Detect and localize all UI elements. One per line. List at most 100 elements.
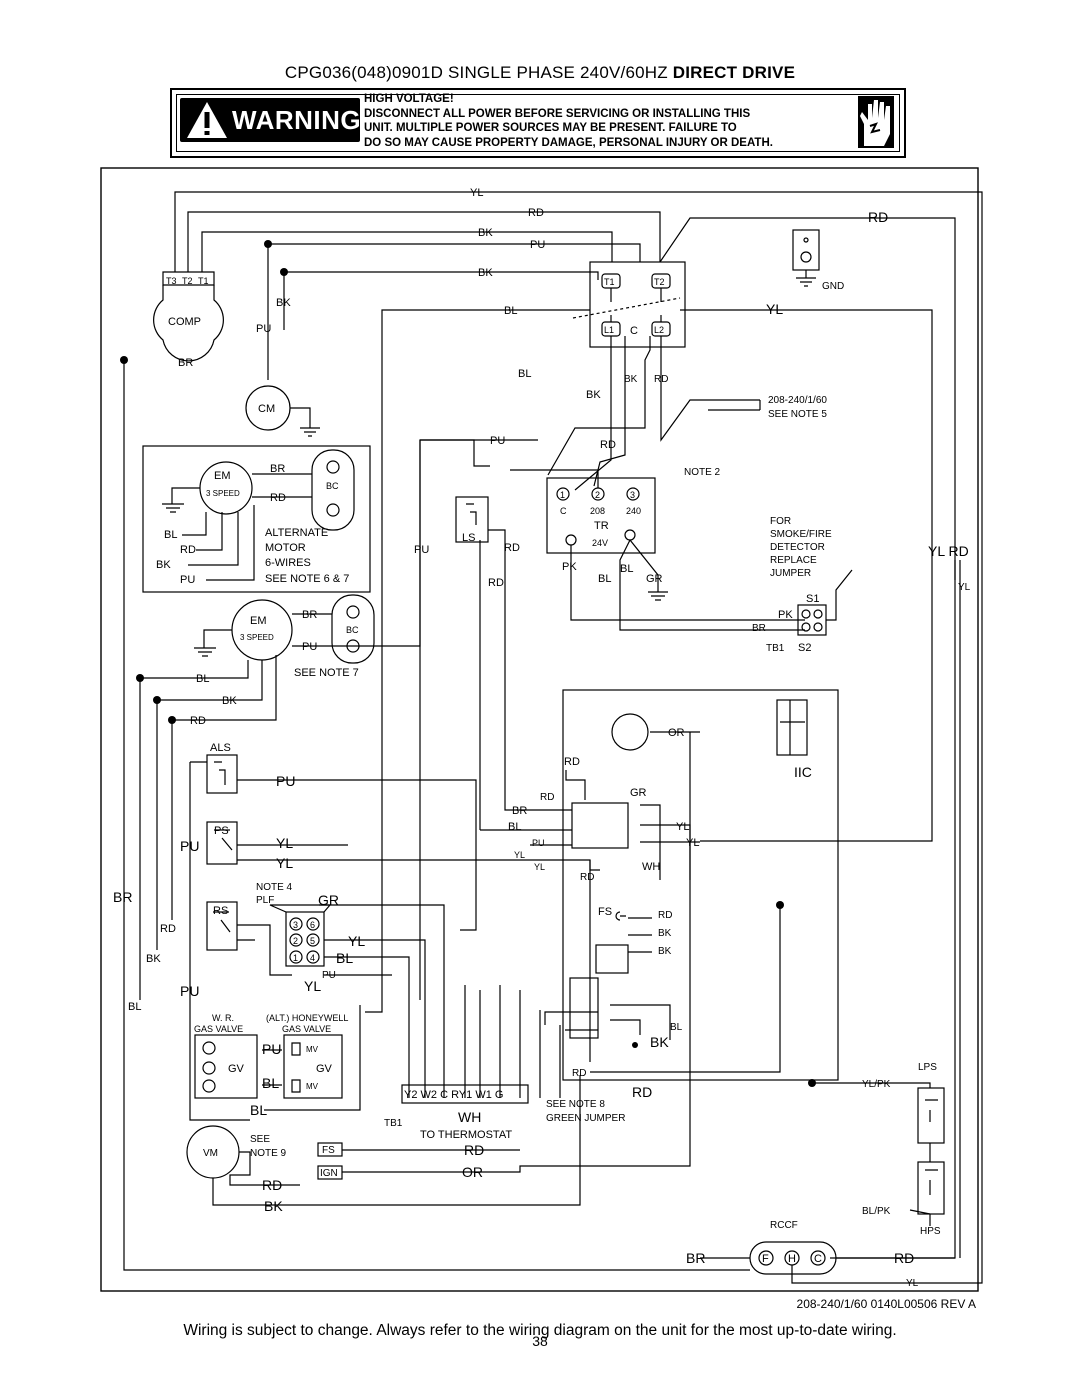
rd-label: RD xyxy=(160,923,176,935)
contactor-t2: T2 xyxy=(654,277,665,287)
bl-label: BL xyxy=(128,1001,141,1013)
tr-label: TR xyxy=(594,520,609,532)
rd-label: RD xyxy=(504,542,520,554)
to-thermostat: TO THERMOSTAT xyxy=(420,1129,512,1141)
bl-label: BL xyxy=(504,305,517,317)
bk-label: BK xyxy=(650,1034,669,1050)
warning-triangle-icon xyxy=(187,102,227,138)
contactor-l1: L1 xyxy=(604,325,614,335)
t1-label: T1 xyxy=(198,276,209,286)
rd-label: RD xyxy=(894,1250,914,1266)
gr-label: GR xyxy=(318,892,339,908)
rd-label: RD xyxy=(488,577,504,589)
alt-motor-4: SEE NOTE 6 & 7 xyxy=(265,573,349,585)
bk-wire-em xyxy=(157,660,263,701)
l1-relay xyxy=(595,944,629,974)
tr-3: 3 xyxy=(630,490,635,500)
pu-label: PU xyxy=(276,773,295,789)
alt-motor-box xyxy=(142,445,371,593)
title-bold: DIRECT DRIVE xyxy=(672,63,796,82)
pk-label: PK xyxy=(778,609,793,621)
rd-label: RD xyxy=(564,756,580,768)
pu-label: PU xyxy=(180,838,199,854)
lps-switch xyxy=(917,1087,945,1144)
yl-label: YL xyxy=(514,850,525,860)
ls-label: LS xyxy=(462,532,475,544)
rccf-label: RCCF xyxy=(770,1220,798,1231)
note-2: NOTE 2 xyxy=(684,467,721,478)
green-jumper: GREEN JUMPER xyxy=(546,1113,625,1124)
gnd-label: GND xyxy=(822,281,844,292)
bk-label: BK xyxy=(156,559,171,571)
yl-label: YL xyxy=(470,187,483,199)
yl-label: YL xyxy=(276,855,293,871)
wh-label: WH xyxy=(458,1109,481,1125)
br-label: BR xyxy=(302,609,317,621)
warning-line: HIGH VOLTAGE! xyxy=(364,93,454,105)
contactor xyxy=(589,261,686,348)
warning-badge: WARNING xyxy=(180,98,361,142)
em-label: EM xyxy=(214,470,231,482)
gas-valve-left: GAS VALVE xyxy=(194,1024,243,1034)
rd-label: RD xyxy=(600,439,616,451)
rd-label: RD xyxy=(580,872,594,883)
als-switch xyxy=(206,754,238,794)
yl-label: YL xyxy=(534,862,545,872)
gv-left: GV xyxy=(228,1063,245,1075)
wr-label: W. R. xyxy=(212,1013,234,1023)
gr-label: GR xyxy=(646,573,663,585)
plf-pin-2: 2 xyxy=(293,936,298,946)
plf-box xyxy=(285,911,325,967)
warning-text: HIGH VOLTAGE! DISCONNECT ALL POWER BEFOR… xyxy=(364,92,773,150)
fs-board-label: FS xyxy=(598,906,612,918)
yl-wire-right xyxy=(680,309,933,842)
comp-label: COMP xyxy=(168,316,201,328)
yl-rd-label: YL RD xyxy=(928,543,969,559)
rd-wire-top xyxy=(187,211,661,272)
pu-label: PU xyxy=(532,838,545,848)
tr-2: 2 xyxy=(595,490,600,500)
yl-label: YL xyxy=(304,978,321,994)
als-label: ALS xyxy=(210,742,231,754)
contactor-t1: T1 xyxy=(604,277,615,287)
bl-label: BL xyxy=(508,821,521,833)
revision-code: 208-240/1/60 0140L00506 REV A xyxy=(796,1297,976,1311)
yl-label: YL xyxy=(958,582,971,593)
fs-label: FS xyxy=(322,1145,335,1156)
pu-label: PU xyxy=(180,574,195,586)
lps-label: LPS xyxy=(918,1062,937,1073)
bk-label: BK xyxy=(146,953,161,965)
bl-label: BL xyxy=(250,1102,267,1118)
rd-label: RD xyxy=(540,792,554,803)
smoke-4: REPLACE xyxy=(770,555,817,566)
bk-label: BK xyxy=(586,389,601,401)
rccf-h: H xyxy=(788,1253,796,1265)
br-wire-left xyxy=(123,360,750,1271)
tr-24v: 24V xyxy=(592,538,608,548)
bk-label: BK xyxy=(624,374,638,385)
pu-label: PU xyxy=(322,970,336,981)
bk-label: BK xyxy=(658,928,672,939)
bk-label: BK xyxy=(222,695,237,707)
tr-c: C xyxy=(560,506,567,516)
em-motor xyxy=(231,599,293,661)
gv-right: GV xyxy=(316,1063,333,1075)
rd-label: RD xyxy=(270,492,286,504)
see-note-7: SEE NOTE 7 xyxy=(294,667,359,679)
pu-label: PU xyxy=(490,435,505,447)
plf-label: PLF xyxy=(256,895,274,906)
gr-label: GR xyxy=(630,787,647,799)
tb1-strip: Y2 W2 C RY1 W1 G xyxy=(404,1089,503,1101)
tr-208: 208 xyxy=(590,506,605,516)
alt-motor-2: MOTOR xyxy=(265,542,306,554)
note-4: NOTE 4 xyxy=(256,882,293,893)
yl-pk-label: YL/PK xyxy=(862,1079,891,1090)
t3-label: T3 xyxy=(166,276,177,286)
ls-switch xyxy=(455,496,489,543)
see-note-5: SEE NOTE 5 xyxy=(768,409,827,420)
iic-label: IIC xyxy=(794,764,812,780)
hps-switch xyxy=(917,1161,945,1215)
em-label: EM xyxy=(250,615,267,627)
bk-label: BK xyxy=(264,1198,283,1214)
tb1-label: TB1 xyxy=(766,643,785,654)
